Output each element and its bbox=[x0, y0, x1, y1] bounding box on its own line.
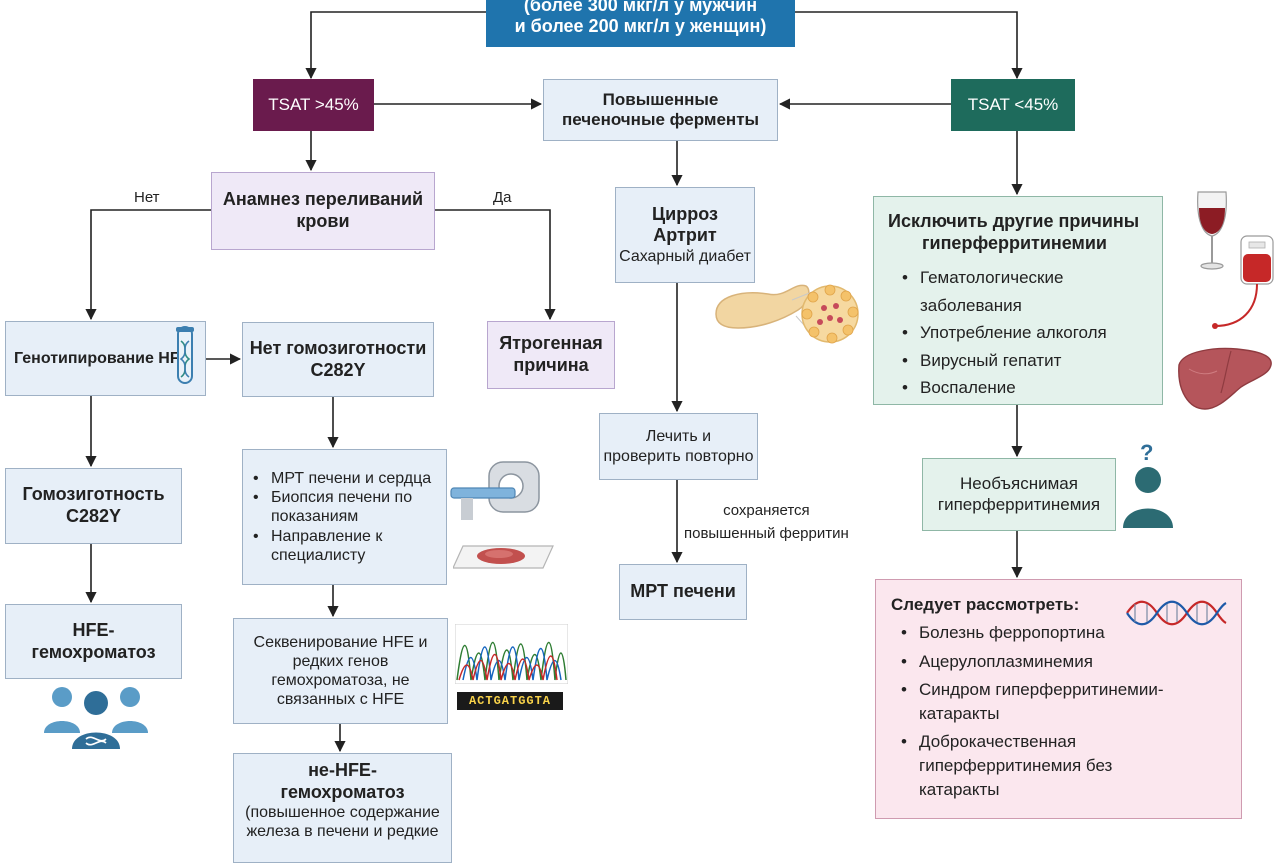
wine-glass-icon bbox=[1197, 191, 1227, 270]
tsat-low-box: TSAT <45% bbox=[951, 79, 1075, 131]
mri-liver-box: МРТ печени bbox=[619, 564, 747, 620]
no-homozygosity-line1: Нет гомозиготности bbox=[249, 337, 427, 358]
iatrogenic-line1: Ятрогенная bbox=[499, 333, 603, 354]
exclude-item-2: Употребление алкоголя bbox=[900, 319, 1162, 347]
unexplained-line2: гиперферритинемия bbox=[937, 494, 1101, 514]
sequencing-line2: редких генов bbox=[292, 652, 389, 670]
arrow-top-to-tsat-low bbox=[795, 11, 1023, 80]
exclude-title-line2: гиперферритинемии bbox=[922, 232, 1107, 253]
no-homozygosity-box: Нет гомозиготности C282Y bbox=[242, 322, 434, 397]
homozygosity-line1: Гомозиготность bbox=[22, 484, 165, 505]
dna-helix-icon bbox=[1126, 600, 1227, 626]
liver-enzymes-line2: печеночные ферменты bbox=[561, 110, 760, 129]
hfe-hemochromatosis-line1: HFE- bbox=[72, 619, 115, 640]
arrow-transfusion-yes bbox=[435, 209, 556, 321]
consider-item-4: Доброкачественная гиперферритинемия без … bbox=[899, 730, 1154, 802]
cirrhosis-line3: Сахарный диабет bbox=[619, 248, 751, 265]
iatrogenic-box: Ятрогенная причина bbox=[487, 321, 615, 389]
ferritin-criteria-box: (более 300 мкг/л у мужчин и более 200 мк… bbox=[486, 0, 795, 47]
no-homozygosity-line2: C282Y bbox=[310, 359, 366, 380]
treat-line1: Лечить и bbox=[645, 428, 712, 446]
liver-icon bbox=[1178, 347, 1272, 410]
homozygosity-c282y-box: Гомозиготность C282Y bbox=[5, 468, 182, 544]
exclude-item-1: Гематологические заболевания bbox=[900, 264, 1162, 319]
liver-biopsy-sample-icon bbox=[453, 545, 554, 569]
transfusion-line2: крови bbox=[296, 211, 350, 231]
hfe-genotyping-label: Генотипирование HFE bbox=[14, 349, 191, 367]
persistent-line1: сохраняется bbox=[723, 502, 810, 519]
hfe-hemochromatosis-line2: гемохроматоз bbox=[31, 641, 156, 662]
transfusion-yes-label: Да bbox=[493, 189, 512, 206]
question-mark-label: ? bbox=[1140, 440, 1154, 465]
non-hfe-hemochromatosis-box: не-HFE- гемохроматоз (повышенное содержа… bbox=[233, 753, 452, 863]
liver-enzymes-box: Повышенные печеночные ферменты bbox=[543, 79, 778, 141]
tsat-high-label: TSAT >45% bbox=[268, 94, 359, 114]
non-hfe-line1: не-HFE- bbox=[308, 760, 377, 780]
arrow-transfusion-no bbox=[85, 209, 211, 321]
cirrhosis-line1: Цирроз bbox=[652, 203, 718, 224]
dna-sequence-label: ACTGATGGTA bbox=[457, 692, 563, 710]
consider-title: Следует рассмотреть: bbox=[891, 595, 1080, 614]
non-hfe-line4: железа в печени и редкие bbox=[246, 823, 439, 841]
mri-item-2: Биопсия печени по показаниям bbox=[251, 488, 436, 526]
consider-item-2: Ацерулоплазминемия bbox=[899, 650, 1181, 674]
tsat-high-box: TSAT >45% bbox=[253, 79, 374, 131]
ferritin-criteria-line2: и более 200 мкг/л у женщин) bbox=[514, 16, 767, 37]
non-hfe-line2: гемохроматоз bbox=[280, 781, 405, 802]
sequencing-chromatogram-icon bbox=[455, 624, 568, 684]
exclude-causes-box: Исключить другие причины гиперферритинем… bbox=[873, 196, 1163, 405]
treat-recheck-box: Лечить и проверить повторно bbox=[599, 413, 758, 480]
sequencing-line1: Секвенирование HFE и bbox=[253, 633, 428, 651]
patients-dna-icon bbox=[44, 687, 148, 749]
mri-item-1: МРТ печени и сердца bbox=[251, 469, 436, 488]
person-icon bbox=[1123, 467, 1173, 528]
test-tube-dna-icon bbox=[176, 326, 194, 384]
persistent-line2: повышенный ферритин bbox=[684, 525, 849, 543]
mri-biopsy-list: МРТ печени и сердца Биопсия печени по по… bbox=[251, 469, 436, 565]
sequencing-line4: связанных с HFE bbox=[276, 691, 405, 709]
hfe-hemochromatosis-box: HFE- гемохроматоз bbox=[5, 604, 182, 679]
non-hfe-line3: (повышенное содержание bbox=[245, 804, 440, 822]
blood-bag-icon bbox=[1212, 235, 1274, 329]
persistent-ferritin-label: сохраняется повышенный ферритин bbox=[684, 499, 849, 546]
homozygosity-line2: C282Y bbox=[65, 506, 122, 526]
transfusion-line1: Анамнез переливаний bbox=[222, 189, 424, 210]
cirrhosis-line2: Артрит bbox=[653, 225, 717, 246]
sequencing-line3: гемохроматоза, не bbox=[271, 672, 410, 689]
exclude-item-4: Воспаление bbox=[900, 374, 1162, 402]
treat-line2: проверить повторно bbox=[603, 447, 754, 465]
cirrhosis-arthritis-diabetes-box: Цирроз Артрит Сахарный диабет bbox=[615, 187, 755, 283]
unexplained-line1: Необъяснимая bbox=[960, 474, 1078, 494]
mri-scanner-icon bbox=[450, 461, 540, 520]
mri-liver-label: МРТ печени bbox=[630, 581, 736, 602]
consider-item-3: Синдром гиперферритинемии-катаракты bbox=[899, 678, 1181, 726]
unexplained-hyperferritinemia-box: Необъяснимая гиперферритинемия bbox=[922, 458, 1116, 531]
mri-biopsy-box: МРТ печени и сердца Биопсия печени по по… bbox=[242, 449, 447, 585]
liver-enzymes-line1: Повышенные bbox=[602, 89, 719, 109]
transfusion-no-label: Нет bbox=[134, 189, 160, 206]
exclude-list: Гематологические заболевания Употреблени… bbox=[888, 264, 1162, 402]
arrow-top-to-tsat-high bbox=[305, 11, 486, 80]
consider-item-1: Болезнь ферропортина bbox=[899, 621, 1181, 645]
tsat-low-label: TSAT <45% bbox=[967, 94, 1059, 114]
iatrogenic-line2: причина bbox=[513, 355, 589, 375]
consider-list: Болезнь ферропортина Ацерулоплазминемия … bbox=[891, 621, 1181, 802]
exclude-title-line1: Исключить другие причины bbox=[888, 211, 1140, 231]
ferritin-criteria-line1: (более 300 мкг/л у мужчин bbox=[523, 0, 758, 15]
exclude-item-3: Вирусный гепатит bbox=[900, 347, 1162, 375]
pancreas-islet-icon bbox=[715, 284, 859, 344]
sequencing-box: Секвенирование HFE и редких генов гемохр… bbox=[233, 618, 448, 724]
mri-item-3: Направление к специалисту bbox=[251, 527, 421, 565]
hfe-genotyping-box: Генотипирование HFE bbox=[5, 321, 206, 396]
transfusion-history-box: Анамнез переливаний крови bbox=[211, 172, 435, 250]
